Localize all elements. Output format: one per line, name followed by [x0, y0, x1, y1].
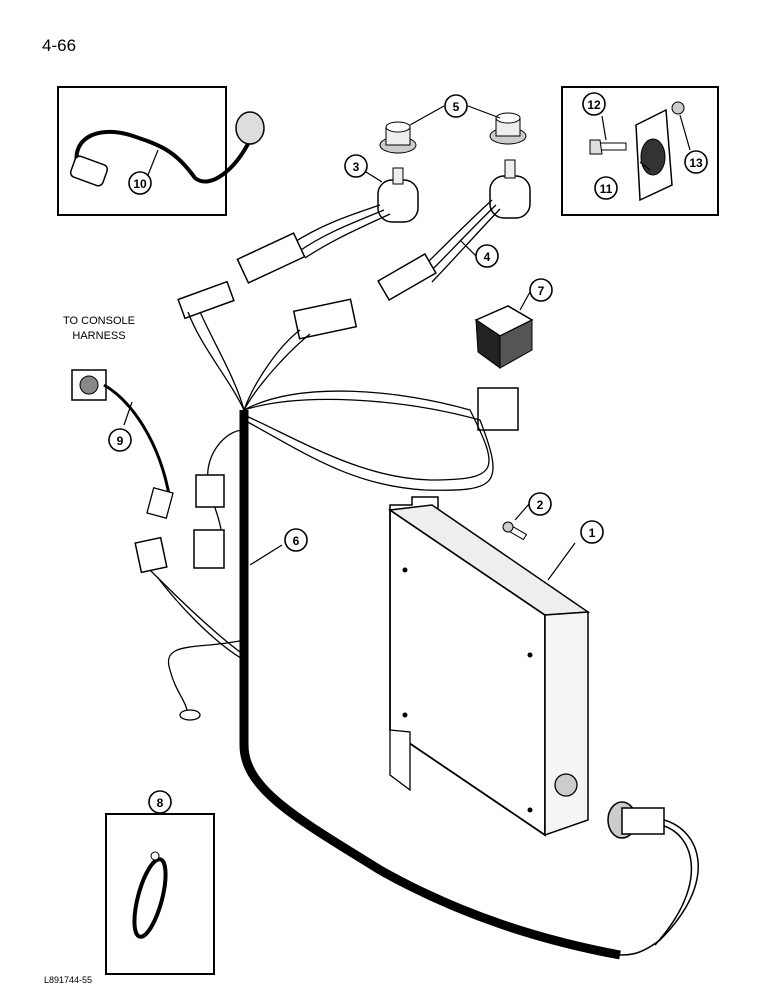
pot-3-connector — [236, 232, 306, 284]
svg-text:5: 5 — [453, 100, 460, 114]
callout-2: 2 — [528, 492, 552, 516]
inset-box-10 — [57, 86, 227, 216]
nut-13 — [671, 101, 685, 115]
callout-4: 4 — [475, 244, 499, 268]
pot-3-leads — [289, 204, 391, 259]
knob-5-left — [379, 121, 417, 154]
ring-terminal — [179, 709, 201, 721]
callout-6: 6 — [284, 528, 308, 552]
console-connector-9 — [71, 369, 174, 519]
svg-text:9: 9 — [117, 434, 124, 448]
callout-5: 5 — [444, 94, 468, 118]
branch-connector-c — [134, 536, 168, 574]
svg-text:12: 12 — [587, 98, 601, 112]
harness-connector-upper — [177, 280, 235, 320]
svg-text:2: 2 — [537, 498, 544, 512]
console-harness-label: TO CONSOLE HARNESS — [54, 314, 144, 344]
control-module-1 — [387, 496, 591, 837]
svg-text:13: 13 — [689, 156, 703, 170]
screw-2 — [502, 521, 528, 541]
cable-strap-8 — [132, 851, 168, 939]
svg-text:1: 1 — [589, 526, 596, 540]
main-harness-6 — [239, 410, 621, 960]
callout-8: 8 — [148, 790, 172, 814]
potentiometer-4 — [489, 159, 531, 219]
mounting-bracket-11 — [635, 108, 673, 202]
callout-3: 3 — [344, 154, 368, 178]
callout-1: 1 — [580, 520, 604, 544]
figure-code: L891744-55 — [44, 975, 93, 985]
branch-connector-a — [195, 474, 225, 508]
svg-text:8: 8 — [157, 796, 164, 810]
page-number: 4-66 — [42, 36, 77, 55]
potentiometer-3 — [377, 167, 419, 223]
rocker-switch-7 — [474, 305, 534, 369]
knob-5-right — [489, 112, 527, 145]
callout-10: 10 — [128, 171, 152, 195]
harness-connector-middle — [292, 298, 358, 340]
screw-12 — [589, 139, 627, 155]
harness-branches — [149, 311, 494, 711]
inset-box-11-13 — [561, 86, 719, 216]
callout-12: 12 — [582, 92, 606, 116]
callout-13: 13 — [684, 150, 708, 174]
console-harness-text: TO CONSOLE HARNESS — [63, 315, 135, 342]
svg-text:6: 6 — [293, 534, 300, 548]
leader-lines — [123, 105, 691, 581]
callout-7: 7 — [529, 278, 553, 302]
svg-text:3: 3 — [353, 160, 360, 174]
branch-connector-b — [193, 529, 225, 569]
svg-text:4: 4 — [484, 250, 491, 264]
cable-assembly-10 — [69, 111, 265, 187]
svg-text:10: 10 — [133, 177, 147, 191]
inset-box-8 — [105, 813, 215, 975]
callout-9: 9 — [108, 428, 132, 452]
module-cable-connector — [607, 801, 699, 956]
pot-4-connector — [377, 252, 437, 302]
svg-text:7: 7 — [538, 284, 545, 298]
svg-text:11: 11 — [600, 182, 613, 196]
callout-11: 11 — [594, 176, 618, 200]
switch-connector — [477, 387, 519, 431]
